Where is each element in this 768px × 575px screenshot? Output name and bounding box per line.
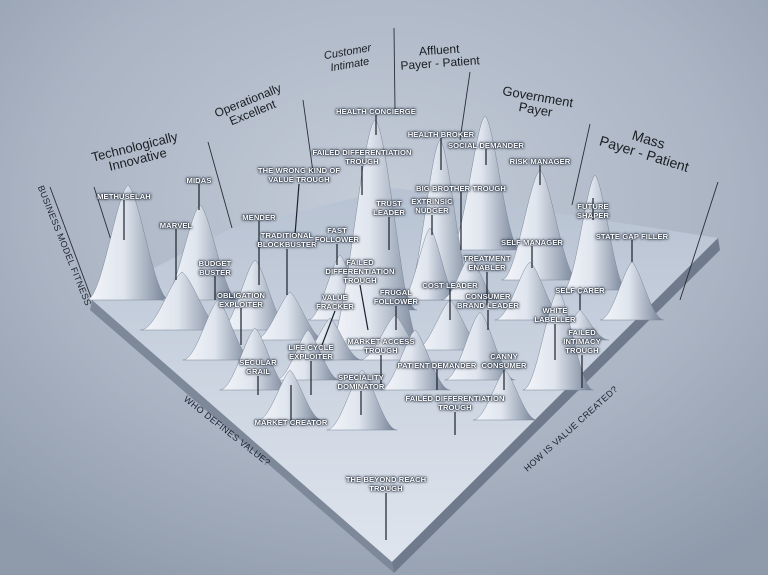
label-budget-buster: BUDGET BUSTER <box>198 259 232 277</box>
label-future-shaper: FUTURE SHAPER <box>576 202 610 220</box>
label-obligation-exploiter: OBLIGATION EXPLOITER <box>216 291 266 309</box>
landscape-peak <box>449 115 521 251</box>
label-failed-differentiation-trough-bottom: FAILED DIFFERENTIATION TROUGH <box>405 394 505 412</box>
landscape-peak <box>472 369 538 421</box>
landscape-peak <box>599 261 665 321</box>
label-failed-differentiation-trough-top: FAILED DIFFERENTIATION TROUGH <box>312 148 412 166</box>
label-market-creator: MARKET CREATOR <box>254 418 328 427</box>
label-health-broker: HEALTH BROKER <box>407 130 475 139</box>
landscape-peak <box>326 119 424 351</box>
label-self-carer: SELF CARER <box>555 286 605 295</box>
label-leader-line <box>321 310 336 346</box>
landscape-peak <box>562 174 628 291</box>
label-market-access-trough: MARKET ACCESS TROUGH <box>347 337 415 355</box>
label-fast-follower: FAST FOLLOWER <box>314 226 360 244</box>
label-big-brother-trough: BIG BROTHER TROUGH <box>416 184 506 193</box>
label-marvel: MARVEL <box>159 221 193 230</box>
label-self-manager: SELF MANAGER <box>501 238 563 247</box>
label-beyond-reach-trough: THE BEYOND REACH TROUGH <box>345 475 427 493</box>
label-failed-intimacy-trough: FAILED INTIMACY TROUGH <box>563 328 601 355</box>
label-mender: MENDER <box>242 213 276 222</box>
label-value-fracker: VALUE FRACKER <box>316 293 354 311</box>
landscape-peak <box>275 329 341 381</box>
landscape-peak <box>441 254 499 301</box>
label-consumer-brand-leader: CONSUMER BRAND LEADER <box>457 292 519 310</box>
label-state-gap-filler: STATE GAP FILLER <box>595 232 669 241</box>
landscape-peak <box>257 369 323 421</box>
label-midas: MIDAS <box>186 176 212 185</box>
label-risk-manager: RISK MANAGER <box>509 157 571 166</box>
label-leader-line <box>294 183 300 236</box>
label-traditional-blockbuster: TRADITIONAL BLOCKBUSTER <box>257 231 317 249</box>
landscape-peak <box>379 329 451 391</box>
landscape-peak <box>86 184 170 301</box>
label-white-labeller: WHITE LABELLER <box>534 306 576 324</box>
label-speciality-dominator: SPECIALITY DOMINATOR <box>337 373 385 391</box>
label-treatment-enabler: TREATMENT ENABLER <box>463 254 511 272</box>
label-canny-consumer: CANNY CONSUMER <box>481 352 527 370</box>
landscape-peak <box>254 291 326 341</box>
label-methuselah: METHUSELAH <box>97 192 151 201</box>
label-patient-demander: PATIENT DEMANDER <box>397 361 477 370</box>
label-wrong-kind-of-value-trough: THE WRONG KIND OF VALUE TROUGH <box>257 166 341 184</box>
landscape-peak <box>522 289 594 391</box>
landscape-peak <box>326 369 398 431</box>
label-leader-line <box>359 284 369 331</box>
label-trust-leader: TRUST LEADER <box>373 199 405 217</box>
label-life-cycle-exploiter: LIFE CYCLE EXPLOITER <box>288 343 334 361</box>
label-health-concierge: HEALTH CONCIERGE <box>336 107 416 116</box>
label-secular-grail: SECULAR GRAIL <box>239 358 277 376</box>
label-failed-differentiation-trough-middle: FAILED DIFFERENTIATION TROUGH <box>325 258 395 285</box>
label-social-demander: SOCIAL DEMANDER <box>447 141 525 150</box>
label-extrinsic-nudger: EXTRINSIC NUDGER <box>411 197 453 215</box>
label-frugal-follower: FRUGAL FOLLOWER <box>373 288 419 306</box>
label-cost-leader: COST LEADER <box>422 281 478 290</box>
category-affluent-payer-patient: Affluent Payer - Patient <box>400 41 481 73</box>
